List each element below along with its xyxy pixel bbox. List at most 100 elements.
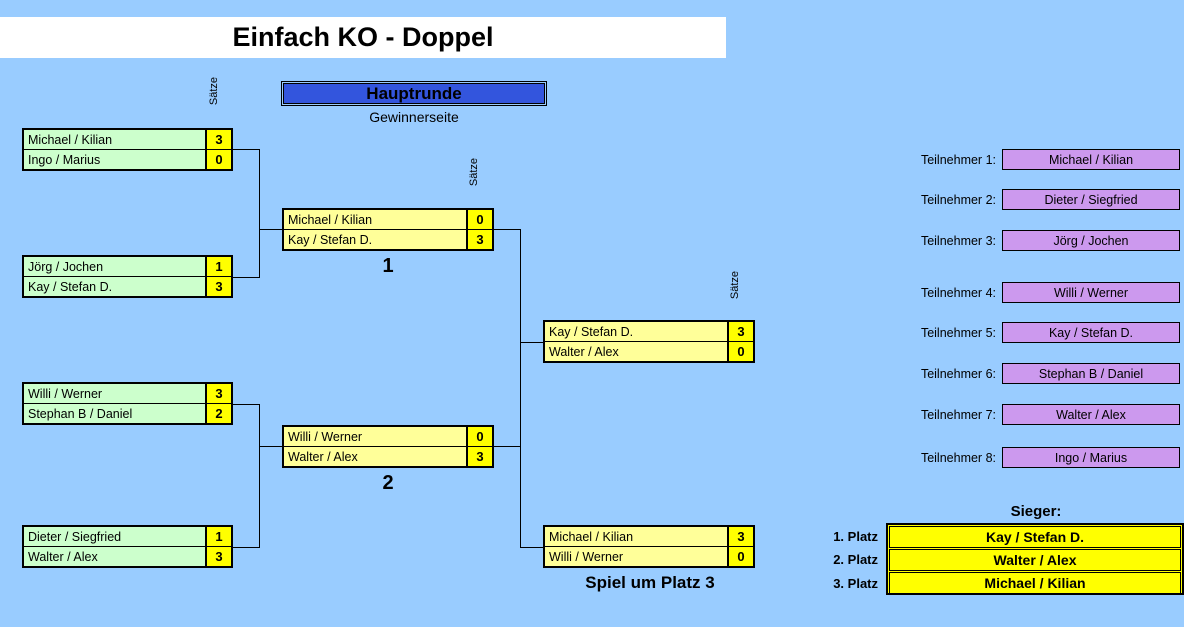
match-row[interactable]: Michael / Kilian 0	[284, 210, 492, 230]
player-name: Ingo / Marius	[24, 150, 205, 169]
player-name: Dieter / Siegfried	[24, 527, 205, 546]
participant-name-box[interactable]: Jörg / Jochen	[1002, 230, 1180, 251]
match-row[interactable]: Willi / Werner 0	[545, 547, 753, 566]
connector	[259, 404, 260, 548]
player-name: Walter / Alex	[284, 447, 466, 466]
participant-name-box[interactable]: Walter / Alex	[1002, 404, 1180, 425]
connector	[520, 446, 521, 547]
score-cell[interactable]: 0	[466, 427, 492, 446]
participant-name-box[interactable]: Willi / Werner	[1002, 282, 1180, 303]
match-row[interactable]: Michael / Kilian 3	[24, 130, 231, 150]
winner-label-3: 3. Platz	[833, 576, 878, 591]
match-row[interactable]: Michael / Kilian 3	[545, 527, 753, 547]
title-band: Einfach KO - Doppel	[0, 17, 726, 58]
score-cell[interactable]: 0	[727, 342, 753, 361]
score-cell[interactable]: 3	[466, 447, 492, 466]
match-row[interactable]: Willi / Werner 3	[24, 384, 231, 404]
participant-label: Teilnehmer 4:	[920, 285, 996, 300]
winner-row-2[interactable]: Walter / Alex	[889, 549, 1181, 571]
connector	[259, 229, 283, 230]
connector	[233, 404, 260, 405]
winners-box: Kay / Stefan D. Walter / Alex Michael / …	[886, 523, 1184, 595]
participant-row-1: Teilnehmer 1: Michael / Kilian	[908, 149, 1180, 170]
score-cell[interactable]: 1	[205, 527, 231, 546]
player-name: Walter / Alex	[545, 342, 727, 361]
saetze-label-round1: Sätze	[208, 77, 220, 106]
participant-name-box[interactable]: Kay / Stefan D.	[1002, 322, 1180, 343]
participant-label: Teilnehmer 3:	[920, 233, 996, 248]
match-r2-2[interactable]: Willi / Werner 0 Walter / Alex 3	[282, 425, 494, 468]
match-row[interactable]: Jörg / Jochen 1	[24, 257, 231, 277]
score-cell[interactable]: 3	[205, 547, 231, 566]
score-cell[interactable]: 0	[727, 547, 753, 566]
player-name: Willi / Werner	[545, 547, 727, 566]
score-cell[interactable]: 3	[727, 322, 753, 341]
player-name: Walter / Alex	[24, 547, 205, 566]
match-row[interactable]: Walter / Alex 3	[284, 447, 492, 466]
winner-label-1: 1. Platz	[833, 529, 878, 544]
participant-row-5: Teilnehmer 5: Kay / Stefan D.	[908, 322, 1180, 343]
participant-row-3: Teilnehmer 3: Jörg / Jochen	[908, 230, 1180, 251]
player-name: Jörg / Jochen	[24, 257, 205, 276]
match-row[interactable]: Walter / Alex 0	[545, 342, 753, 361]
score-cell[interactable]: 3	[466, 230, 492, 249]
page-title: Einfach KO - Doppel	[232, 22, 494, 52]
player-name: Stephan B / Daniel	[24, 404, 205, 423]
score-cell[interactable]: 0	[466, 210, 492, 229]
match-row[interactable]: Ingo / Marius 0	[24, 150, 231, 169]
match-r1-4[interactable]: Dieter / Siegfried 1 Walter / Alex 3	[22, 525, 233, 568]
match-third-place[interactable]: Michael / Kilian 3 Willi / Werner 0	[543, 525, 755, 568]
match-row[interactable]: Kay / Stefan D. 3	[24, 277, 231, 296]
connector	[233, 149, 260, 150]
connector	[233, 277, 260, 278]
participant-label: Teilnehmer 6:	[920, 366, 996, 381]
participant-row-7: Teilnehmer 7: Walter / Alex	[908, 404, 1180, 425]
score-cell[interactable]: 3	[727, 527, 753, 546]
score-cell[interactable]: 0	[205, 150, 231, 169]
score-cell[interactable]: 3	[205, 130, 231, 149]
match-r1-2[interactable]: Jörg / Jochen 1 Kay / Stefan D. 3	[22, 255, 233, 298]
winner-label-2: 2. Platz	[833, 552, 878, 567]
connector	[233, 547, 260, 548]
player-name: Michael / Kilian	[24, 130, 205, 149]
match-r2-1[interactable]: Michael / Kilian 0 Kay / Stefan D. 3	[282, 208, 494, 251]
participant-row-2: Teilnehmer 2: Dieter / Siegfried	[908, 189, 1180, 210]
connector	[520, 342, 544, 343]
connector	[494, 446, 521, 447]
participant-name-box[interactable]: Ingo / Marius	[1002, 447, 1180, 468]
match-row[interactable]: Walter / Alex 3	[24, 547, 231, 566]
match-r1-3[interactable]: Willi / Werner 3 Stephan B / Daniel 2	[22, 382, 233, 425]
connector	[520, 229, 521, 447]
score-cell[interactable]: 2	[205, 404, 231, 423]
participant-label: Teilnehmer 5:	[920, 325, 996, 340]
player-name: Kay / Stefan D.	[545, 322, 727, 341]
sieger-heading: Sieger:	[1010, 503, 1062, 520]
match-row[interactable]: Stephan B / Daniel 2	[24, 404, 231, 423]
winner-row-3[interactable]: Michael / Kilian	[889, 572, 1181, 594]
participant-label: Teilnehmer 1:	[920, 152, 996, 167]
player-name: Michael / Kilian	[545, 527, 727, 546]
third-place-label: Spiel um Platz 3	[585, 573, 715, 592]
winner-row-1[interactable]: Kay / Stefan D.	[889, 526, 1181, 548]
score-cell[interactable]: 3	[205, 384, 231, 403]
match-row[interactable]: Dieter / Siegfried 1	[24, 527, 231, 547]
participant-name-box[interactable]: Stephan B / Daniel	[1002, 363, 1180, 384]
participant-name-box[interactable]: Dieter / Siegfried	[1002, 189, 1180, 210]
connector	[520, 547, 544, 548]
score-cell[interactable]: 3	[205, 277, 231, 296]
match-row[interactable]: Kay / Stefan D. 3	[545, 322, 753, 342]
match-row[interactable]: Kay / Stefan D. 3	[284, 230, 492, 249]
score-cell[interactable]: 1	[205, 257, 231, 276]
participant-label: Teilnehmer 7:	[920, 407, 996, 422]
match-r1-1[interactable]: Michael / Kilian 3 Ingo / Marius 0	[22, 128, 233, 171]
participant-label: Teilnehmer 2:	[920, 192, 996, 207]
round2-match2-number: 2	[382, 472, 394, 494]
match-row[interactable]: Willi / Werner 0	[284, 427, 492, 447]
participant-row-6: Teilnehmer 6: Stephan B / Daniel	[908, 363, 1180, 384]
participant-name-box[interactable]: Michael / Kilian	[1002, 149, 1180, 170]
match-final[interactable]: Kay / Stefan D. 3 Walter / Alex 0	[543, 320, 755, 363]
participant-row-4: Teilnehmer 4: Willi / Werner	[908, 282, 1180, 303]
connector	[259, 446, 283, 447]
player-name: Kay / Stefan D.	[24, 277, 205, 296]
saetze-label-final: Sätze	[729, 271, 741, 300]
